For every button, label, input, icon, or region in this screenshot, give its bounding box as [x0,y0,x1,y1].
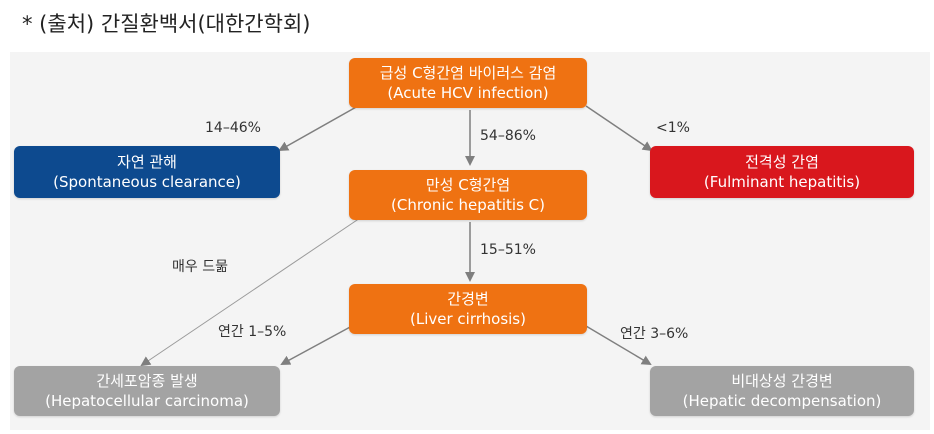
node-hcc-ko: 간세포암종 발생 [96,372,198,390]
node-spontaneous-clearance: 자연 관해 (Spontaneous clearance) [14,146,280,198]
node-hepatic-decompensation: 비대상성 간경변 (Hepatic decompensation) [650,366,914,416]
label-cirrhosis-to-decomp: 연간 3–6% [620,326,689,342]
node-chronic-en: (Chronic hepatitis C) [391,196,545,214]
node-liver-cirrhosis: 간경변 (Liver cirrhosis) [349,284,587,334]
node-hcc-en: (Hepatocellular carcinoma) [45,392,249,410]
label-to-spontaneous: 14–46% [205,120,261,136]
label-to-fulminant: <1% [656,120,690,136]
node-chronic-ko: 만성 C형간염 [425,176,511,194]
node-cirrhosis-en: (Liver cirrhosis) [410,310,526,328]
arrow-cirrhosis-to-decomp [585,325,652,366]
node-decomp-ko: 비대상성 간경변 [731,372,833,390]
node-fulminant-hepatitis: 전격성 간염 (Fulminant hepatitis) [650,146,914,198]
node-decomp-en: (Hepatic decompensation) [682,392,882,410]
label-to-cirrhosis: 15–51% [480,242,536,258]
node-spontaneous-en: (Spontaneous clearance) [53,173,241,191]
node-cirrhosis-ko: 간경변 [447,290,489,308]
node-spontaneous-ko: 자연 관해 [117,153,177,171]
node-fulminant-en: (Fulminant hepatitis) [703,173,861,191]
label-to-chronic: 54–86% [480,128,536,144]
label-cirrhosis-to-hcc: 연간 1–5% [218,324,287,340]
node-chronic-hepatitis-c: 만성 C형간염 (Chronic hepatitis C) [349,170,587,220]
node-fulminant-ko: 전격성 간염 [745,153,819,171]
node-acute-hcv-infection: 급성 C형간염 바이러스 감염 (Acute HCV infection) [349,58,587,108]
arrow-cirrhosis-to-hcc [280,325,353,365]
label-chronic-to-hcc: 매우 드묾 [172,259,228,275]
arrow-chronic-to-hcc [140,213,367,367]
node-acute-en: (Acute HCV infection) [387,84,549,102]
arrow-acute-to-spontaneous [278,105,359,151]
arrow-acute-to-fulminant [585,105,653,152]
node-acute-ko: 급성 C형간염 바이러스 감염 [379,64,557,82]
source-note: * (출처) 간질환백서(대한간학회) [22,12,311,36]
node-hepatocellular-carcinoma: 간세포암종 발생 (Hepatocellular carcinoma) [14,366,280,416]
